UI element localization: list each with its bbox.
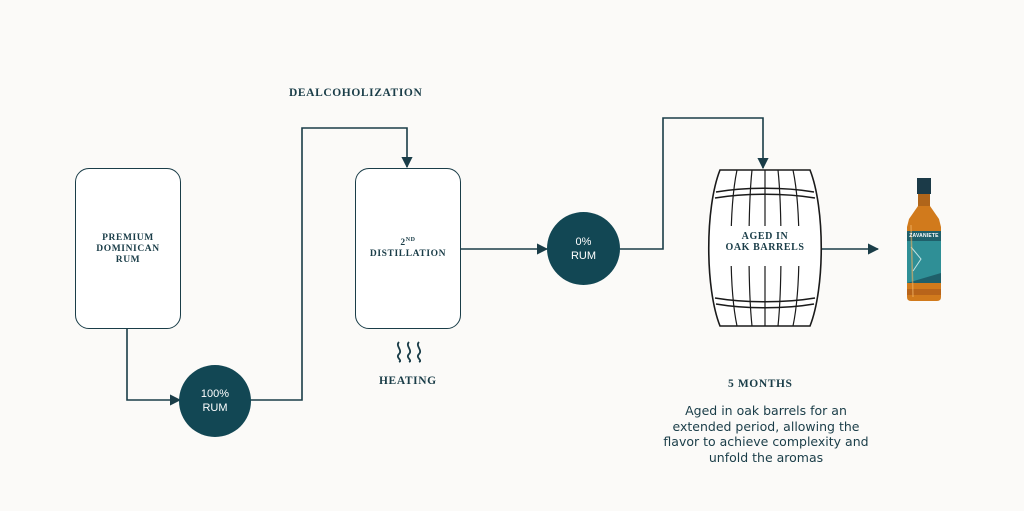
distillation-label: 2ND DISTILLATION bbox=[356, 235, 460, 260]
barrel-label: AGED IN OAK BARRELS bbox=[705, 231, 825, 253]
connector-0-to-barrel bbox=[620, 117, 769, 250]
bottle-icon bbox=[907, 178, 941, 301]
description-line3: flavor to achieve complexity and bbox=[663, 434, 869, 449]
rum-0-label: RUM bbox=[570, 249, 597, 262]
premium-rum-box: PREMIUM DOMINICAN RUM bbox=[75, 168, 181, 329]
distillation-superscript: ND bbox=[405, 237, 416, 243]
bottle-label-text: ZAVANIETE bbox=[909, 233, 939, 239]
premium-rum-line3: RUM bbox=[115, 255, 141, 265]
distillation-text: DISTILLATION bbox=[369, 249, 447, 260]
barrel-line1: AGED IN bbox=[741, 231, 789, 242]
description-line4: unfold the aromas bbox=[708, 449, 824, 465]
rum-0-circle: 0% RUM bbox=[547, 212, 620, 285]
premium-rum-label: PREMIUM DOMINICAN RUM bbox=[76, 233, 180, 266]
description-line1: Aged in oak barrels for an bbox=[685, 403, 847, 418]
description-line2: extended period, allowing the bbox=[672, 418, 860, 434]
barrel-line2: OAK BARRELS bbox=[725, 242, 805, 253]
connector-100-to-distillation bbox=[250, 127, 413, 401]
distillation-ordinal: 2 bbox=[400, 238, 406, 249]
rum-100-percent: 100% bbox=[200, 388, 230, 400]
heat-icon bbox=[396, 341, 422, 363]
distillation-box: 2ND DISTILLATION bbox=[355, 168, 461, 329]
duration-label: 5 MONTHS bbox=[728, 378, 793, 390]
rum-0-percent: 0% bbox=[575, 235, 592, 248]
premium-rum-line1: PREMIUM bbox=[102, 233, 154, 243]
connector-rum-to-100 bbox=[126, 329, 182, 406]
rum-100-circle: 100% RUM bbox=[179, 365, 251, 437]
premium-rum-line2: DOMINICAN bbox=[96, 244, 160, 254]
rum-100-label: RUM bbox=[202, 402, 228, 414]
barrel-icon bbox=[708, 169, 822, 327]
dealcoholization-title: DEALCOHOLIZATION bbox=[289, 87, 423, 99]
aging-description: Aged in oak barrels for an extended peri… bbox=[660, 403, 872, 465]
heating-label: HEATING bbox=[379, 375, 437, 387]
